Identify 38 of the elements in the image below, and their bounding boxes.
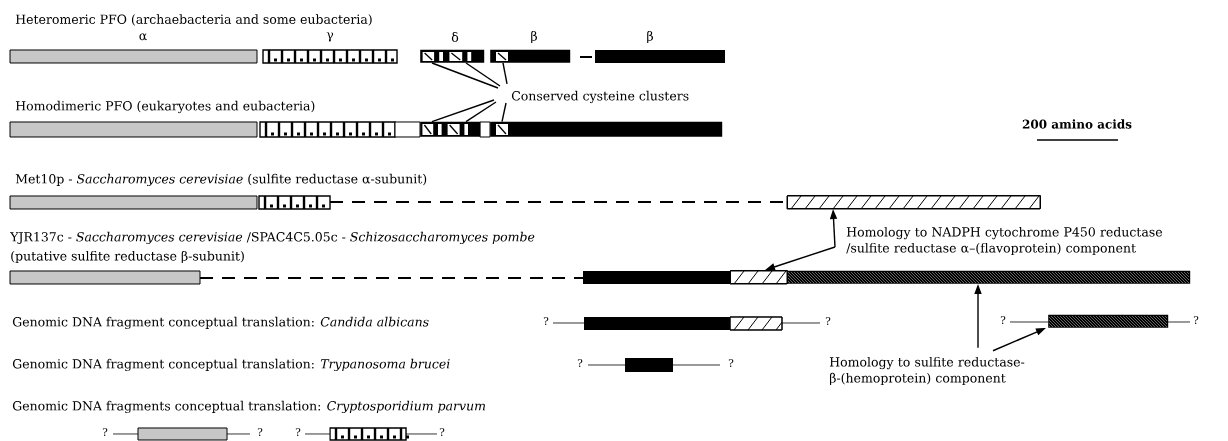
domain-bar	[420, 121, 481, 137]
question-mark: ?	[577, 359, 583, 367]
domain-bar	[420, 49, 485, 63]
annotation: Conserved cysteine clusters	[511, 90, 689, 104]
subunit-label: γ	[326, 32, 334, 42]
row-label: Genomic DNA fragment conceptual translation: Candida albicans	[12, 316, 429, 330]
question-mark: ?	[102, 428, 108, 436]
row-label: Heteromeric PFO (archaebacteria and some eubacteria)	[15, 14, 372, 26]
subunit-label: α	[139, 33, 147, 41]
leader-line	[465, 101, 497, 123]
question-mark: ?	[1193, 316, 1199, 324]
row-label: Met10p - Saccharomyces cerevisiae (sulfite reductase α-subunit)	[15, 173, 427, 187]
subunit-label: δ	[451, 32, 459, 42]
domain-bar	[490, 121, 723, 137]
row-label: Genomic DNA fragments conceptual translation: Cryptosporidium parvum	[12, 400, 486, 414]
scale-label: 200 amino acids	[1022, 119, 1132, 129]
leader-line	[431, 99, 495, 123]
row-label: (putative sulfite reductase β-subunit)	[11, 250, 244, 264]
question-mark: ?	[257, 428, 263, 436]
question-mark: ?	[295, 428, 301, 436]
row-label: Homodimeric PFO (eukaryotes and eubacteria)	[15, 100, 315, 114]
question-mark: ?	[1000, 316, 1006, 324]
domain-bar	[786, 195, 1041, 210]
leader-line	[431, 62, 499, 89]
question-mark: ?	[543, 317, 549, 325]
subunit-label: β	[647, 30, 653, 44]
question-mark: ?	[825, 317, 831, 325]
domain-bar	[490, 49, 571, 63]
question-mark: ?	[728, 359, 734, 367]
question-mark: ?	[439, 428, 445, 436]
row-label: Genomic DNA fragment conceptual translation: Trypanosoma brucei	[12, 358, 450, 372]
domain-bar	[729, 270, 788, 285]
leader-line	[501, 102, 507, 123]
row-label: YJR137c - Saccharomyces cerevisiae /SPAC4C5.05c - Schizosaccharomyces pombe	[10, 231, 535, 245]
leader-line	[465, 62, 501, 87]
annotation: Homology to NADPH cytochrome P450 reductase /sulfite reductase α–(flavoprotein) component	[846, 226, 1162, 256]
leader-line	[502, 62, 508, 85]
annotation: Homology to sulfite reductase- β-(hemoprotein) component	[829, 356, 1025, 386]
